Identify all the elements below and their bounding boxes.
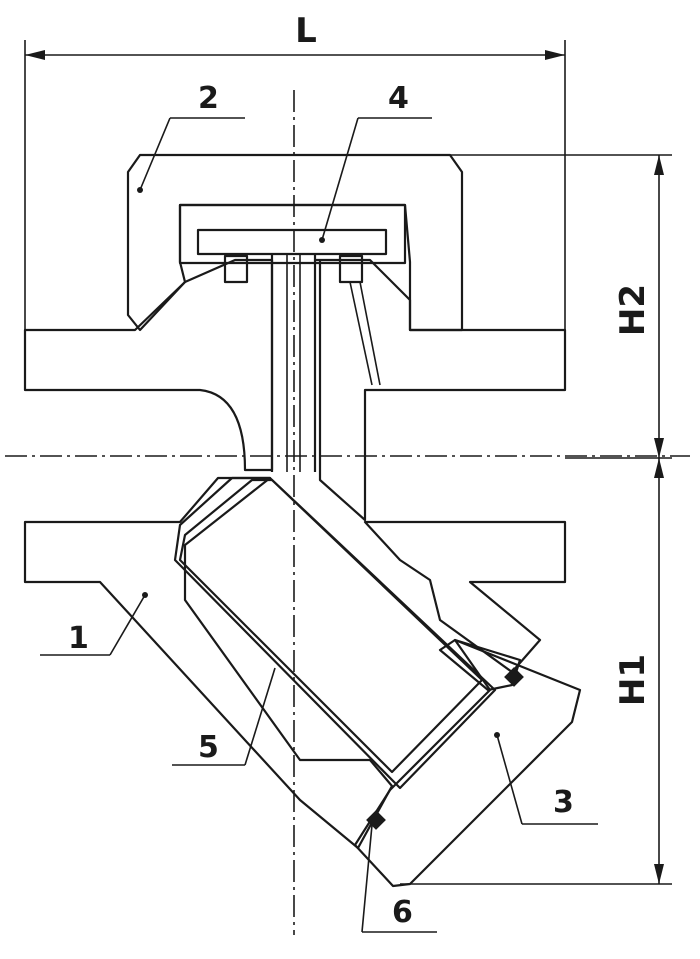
center-channel bbox=[5, 90, 690, 935]
strainer-plug bbox=[353, 638, 582, 888]
valve-body bbox=[23, 258, 567, 850]
dimension-h1-label: H1 bbox=[613, 654, 653, 706]
callout-1: 1 bbox=[68, 621, 89, 656]
valve-disc bbox=[196, 228, 388, 386]
dimension-h2-label: H2 bbox=[613, 284, 653, 336]
strainer-screen bbox=[173, 476, 497, 790]
callout-leaders bbox=[40, 117, 598, 933]
gaskets bbox=[366, 667, 524, 830]
callout-2: 2 bbox=[198, 81, 219, 116]
dimension-l-label: L bbox=[295, 11, 317, 51]
callout-5: 5 bbox=[198, 730, 219, 765]
callout-numbers: 1 2 3 4 5 6 bbox=[68, 81, 574, 930]
dimension-l: L bbox=[24, 11, 566, 330]
callout-6: 6 bbox=[392, 895, 413, 930]
valve-cap bbox=[126, 153, 464, 332]
callout-3: 3 bbox=[553, 785, 574, 820]
dimension-h: H2 H1 bbox=[400, 154, 672, 885]
callout-4: 4 bbox=[388, 81, 409, 116]
